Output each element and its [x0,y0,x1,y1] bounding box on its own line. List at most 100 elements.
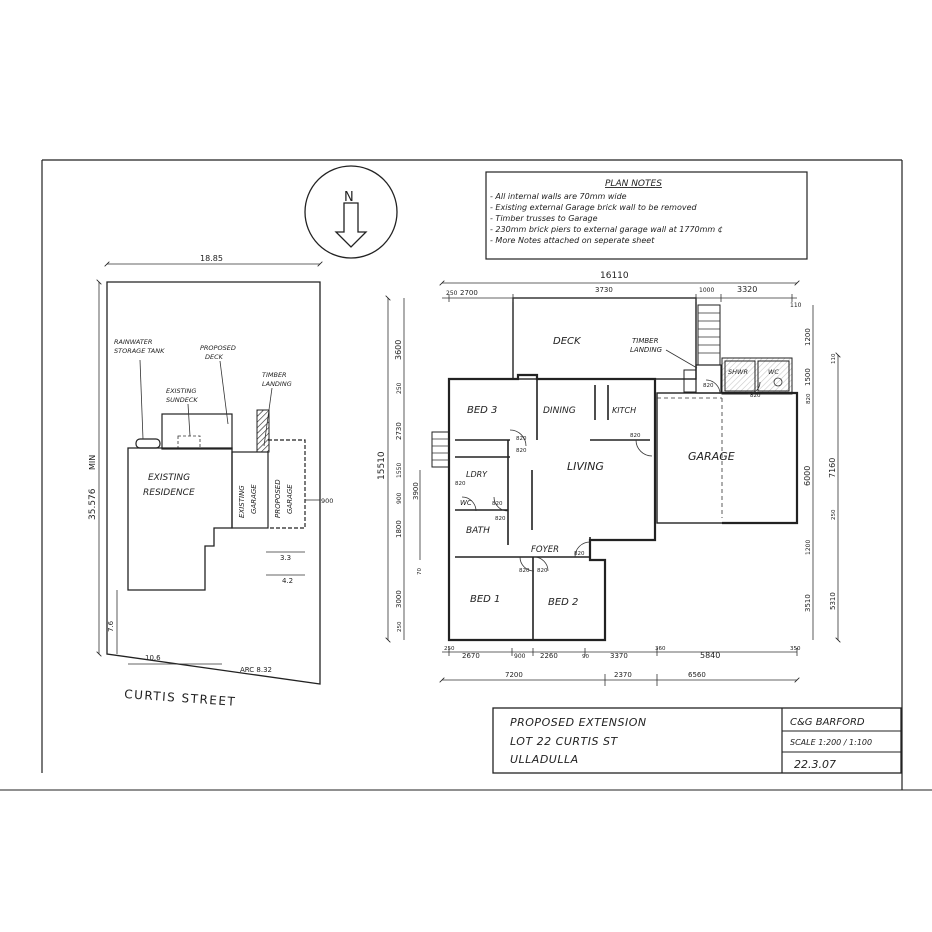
door-tag: 820 [750,393,761,399]
site-label-existing-residence-1: EXISTING [148,473,190,483]
room-foyer: FOYER [531,545,559,555]
site-dim-900: 900 [321,497,333,505]
title-block: PROPOSED EXTENSION LOT 22 CURTIS ST ULLA… [492,707,902,774]
fp-bottom-dim: 2670 [462,652,480,660]
north-arrow: N [304,165,398,259]
room-bed3: BED 3 [467,405,497,416]
floor-plan: DECK TIMBER LANDING SHWR WC GARAGE [377,271,838,686]
site-label-existing-garage-1: EXISTING [238,485,246,518]
door-tag: 820 [516,448,527,454]
site-label-storage-tank: STORAGE TANK [114,347,165,355]
fp-right-dim: 6000 [803,466,812,486]
fp-right-dim: 250 [831,509,837,520]
site-label-proposed-garage-2: GARAGE [286,484,294,514]
room-living: LIVING [567,460,604,473]
site-dim-side: 35.576 [88,488,98,520]
plan-notes-box: PLAN NOTES - All internal walls are 70mm… [485,171,808,260]
title-drafter: C&G BARFORD [790,717,865,728]
site-street-label: CURTIS STREET [124,687,237,709]
fp-top-dim: 3730 [595,286,613,294]
plan-note-3: - Timber trusses to Garage [490,214,598,223]
door-tag: 820 [703,383,714,389]
fp-bottom-dim: 2260 [540,652,558,660]
plan-note-5: - More Notes attached on seperate sheet [490,236,655,245]
plan-note-1: - All internal walls are 70mm wide [490,192,627,201]
site-label-existing-garage-2: GARAGE [250,484,258,514]
fp-left-dim: 70 [417,568,423,575]
site-dim-side-prefix: MIN [88,455,97,470]
door-tag: 820 [495,516,506,522]
fp-left-dim: 3600 [394,340,403,360]
fp-bottom-dim: 900 [514,653,526,660]
fp-bottom-dim: 360 [655,646,666,652]
fp-top-dim: 110 [790,302,802,309]
site-dim-3-3: 3.3 [280,554,291,562]
door-tag: 820 [516,436,527,442]
fp-left-dim: 250 [397,621,403,632]
fp-overall-top: 16110 [600,271,629,281]
fp-top-dim: 1000 [699,287,714,294]
title-project-line3: ULLADULLA [510,753,579,766]
drawing-border [0,159,932,791]
fp-right-dim: 1500 [804,368,812,386]
plan-note-4: - 230mm brick piers to external garage w… [490,225,723,234]
site-label-landing: LANDING [262,380,292,388]
site-dim-10-6: 10.6 [145,654,161,662]
room-kitch: KITCH [612,406,636,415]
title-project-line2: LOT 22 CURTIS ST [510,735,618,748]
fp-bottom-overall: 2370 [614,671,632,679]
fp-left-dim: 1800 [395,520,403,538]
fp-bottom-dim: 3370 [610,652,628,660]
fp-left-dim: 250 [396,382,403,394]
room-shwr: SHWR [728,368,748,376]
room-wc-top: WC [768,368,779,376]
fp-right-dim: 820 [806,393,812,404]
site-label-rainwater: RAINWATER [114,338,152,346]
fp-left-dim: 1550 [396,463,403,478]
title-scale: SCALE 1:200 / 1:100 [790,738,872,747]
fp-right-dim: 110 [831,353,837,364]
fp-right-dim: 1200 [805,540,812,555]
north-label: N [344,190,354,205]
site-label-deck: DECK [205,353,224,361]
fp-right-overall: 7160 [828,458,837,478]
fp-left-dim: 2730 [395,422,403,440]
title-project-line1: PROPOSED EXTENSION [510,716,647,729]
site-label-sundeck: SUNDECK [166,396,198,404]
fp-right-dim: 1200 [804,328,812,346]
room-wc: WC [460,499,472,507]
fp-top-dim: 250 [446,290,458,297]
site-dim-top: 18.85 [200,254,223,263]
door-tag: 820 [492,501,503,507]
fp-top-dim: 3320 [737,285,757,294]
door-tag: 820 [455,481,466,487]
plan-notes-heading: PLAN NOTES [605,179,662,189]
fp-right-dim: 3510 [804,594,812,612]
site-dim-7-6: 7.6 [107,620,115,632]
room-garage: GARAGE [688,450,735,463]
door-tag: 820 [630,433,641,439]
fp-left-overall: 15510 [377,451,387,480]
room-timber-landing-1: TIMBER [632,337,659,345]
room-dining: DINING [543,406,576,416]
fp-right-overall: 5310 [829,592,837,610]
plan-note-2: - Existing external Garage brick wall to… [490,203,698,212]
site-label-existing-residence-2: RESIDENCE [143,488,195,498]
site-label-timber: TIMBER [262,371,287,379]
fp-bottom-dim: 350 [790,646,801,652]
fp-bottom-dim: 5840 [700,651,720,660]
room-timber-landing-2: LANDING [630,346,663,354]
title-date: 22.3.07 [794,758,836,771]
fp-left-dim: 900 [396,492,403,504]
site-plan: 18.85 35.576 MIN RAINWATER STORAGE TANK … [88,254,333,709]
site-dim-arc: ARC 8.32 [240,666,272,674]
site-dim-4-2: 4.2 [282,577,293,585]
fp-bottom-dim: 90 [582,654,589,660]
room-deck: DECK [553,336,582,347]
site-label-proposed: PROPOSED [200,344,236,352]
fp-left-dim: 3000 [395,590,403,608]
fp-left-overall: 3900 [412,482,420,500]
fp-bottom-overall: 6560 [688,671,706,679]
room-ldry: LDRY [466,470,488,479]
